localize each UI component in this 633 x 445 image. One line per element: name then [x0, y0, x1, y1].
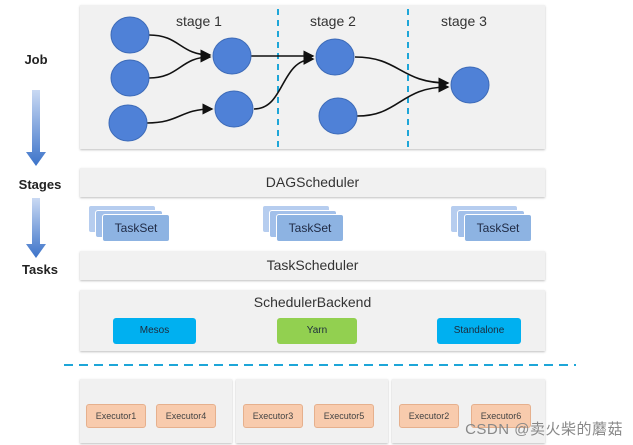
backend-yarn: Yarn — [277, 318, 357, 344]
executor-5: Executor5 — [314, 404, 374, 428]
backend-standalone: Standalone — [437, 318, 521, 344]
backend-mesos: Mesos — [113, 318, 196, 344]
edge-n1-n4 — [148, 34, 212, 61]
stage-2-title: stage 2 — [310, 13, 356, 29]
edge-n5-n6 — [253, 53, 315, 110]
executor-4: Executor4 — [156, 404, 216, 428]
dag-node-2 — [110, 59, 150, 97]
executor-1: Executor1 — [86, 404, 146, 428]
dag-node-3 — [108, 104, 148, 142]
dag-node-1 — [110, 16, 150, 54]
arrow-stages-to-tasks — [26, 198, 46, 258]
cluster-separator — [64, 364, 576, 366]
taskset-2: TaskSet — [276, 214, 344, 242]
dag-node-7 — [318, 97, 358, 135]
taskset-3: TaskSet — [464, 214, 532, 242]
tasks-label: Tasks — [22, 262, 58, 277]
job-dag — [108, 9, 490, 147]
watermark: CSDN @卖火柴的蘑菇 — [465, 421, 623, 438]
edge-n3-n5 — [146, 103, 214, 124]
edge-n7-n8 — [356, 81, 450, 117]
job-label: Job — [24, 52, 48, 67]
edge-n2-n4 — [148, 51, 212, 79]
scheduler-backend-title: SchedulerBackend — [253, 294, 372, 310]
dag-node-8 — [450, 66, 490, 104]
stage-3-title: stage 3 — [441, 13, 487, 29]
edge-n6-n8 — [354, 56, 450, 89]
dag-node-5 — [214, 90, 254, 128]
taskset-1: TaskSet — [102, 214, 170, 242]
executor-3: Executor3 — [243, 404, 303, 428]
dag-scheduler-bar: DAGScheduler — [80, 168, 545, 197]
task-scheduler-bar: TaskScheduler — [80, 251, 545, 280]
flow-arrows — [26, 90, 46, 258]
executor-2: Executor2 — [399, 404, 459, 428]
arrow-job-to-stages — [26, 90, 46, 166]
stage-1-title: stage 1 — [176, 13, 222, 29]
dag-node-4 — [212, 37, 252, 75]
stages-label: Stages — [18, 177, 62, 192]
dag-node-6 — [315, 38, 355, 76]
executor-6: Executor6 — [471, 404, 531, 428]
